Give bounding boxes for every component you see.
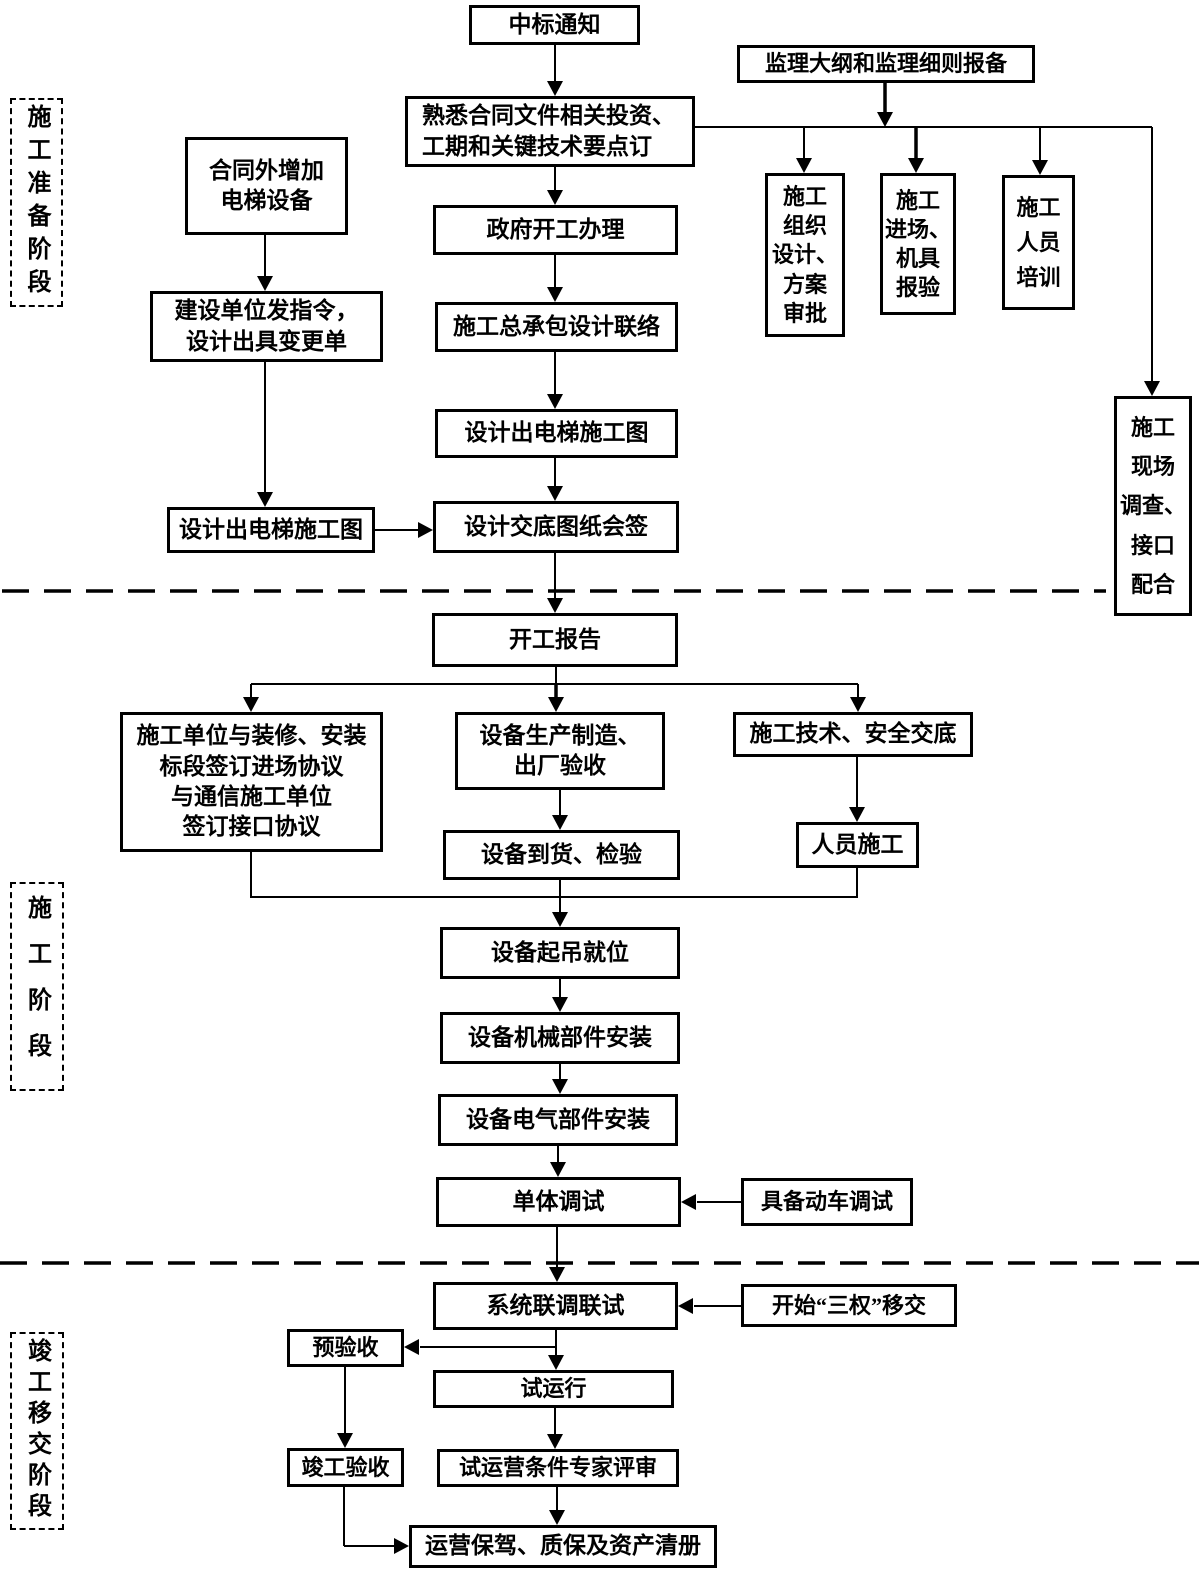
node-pre-acceptance: 预验收 <box>287 1329 404 1367</box>
connector-lines <box>250 45 1153 1547</box>
node-operation-support: 运营保驾、质保及资产清册 <box>409 1525 717 1568</box>
node-personnel-construction: 人员施工 <box>796 822 919 868</box>
node-site-survey-interface: 施工 现场 调查、 接口 配合 <box>1114 396 1192 616</box>
node-completion-acceptance: 竣工验收 <box>287 1448 404 1487</box>
node-familiarize-contract: 熟悉合同文件相关投资、 工期和关键技术要点订 <box>405 96 695 167</box>
node-owner-change-order: 建设单位发指令， 设计出具变更单 <box>150 291 383 362</box>
node-design-disclosure: 设计交底图纸会签 <box>433 501 679 553</box>
node-delivery-inspection: 设备到货、检验 <box>443 830 680 880</box>
node-vehicle-test-ready: 具备动车调试 <box>741 1178 913 1226</box>
node-government-formalities: 政府开工办理 <box>433 205 678 255</box>
node-elevator-drawings: 设计出电梯施工图 <box>435 409 678 458</box>
node-system-joint-test: 系统联调联试 <box>433 1282 678 1330</box>
node-entry-interface-agreements: 施工单位与装修、安装 标段签订进场协议 与通信施工单位 签订接口协议 <box>120 712 383 852</box>
node-trial-operation: 试运行 <box>433 1370 674 1408</box>
node-expert-review: 试运营条件专家评审 <box>437 1449 679 1487</box>
phase-label-preparation: 施工准备阶段 <box>10 98 63 307</box>
node-org-design-approval: 施工 组织 设计、 方案 审批 <box>765 173 845 337</box>
connector-lines-bold <box>554 83 918 700</box>
node-tech-safety-disclosure: 施工技术、安全交底 <box>733 712 973 757</box>
node-extra-elevator-equipment: 合同外增加 电梯设备 <box>185 137 348 235</box>
node-unit-commissioning: 单体调试 <box>436 1177 681 1227</box>
node-personnel-training: 施工 人员 培训 <box>1002 175 1075 310</box>
phase-label-construction: 施工阶段 <box>10 882 64 1091</box>
node-win-notice: 中标通知 <box>469 5 640 45</box>
node-start-report: 开工报告 <box>432 613 678 667</box>
node-supervision-filing: 监理大纲和监理细则报备 <box>737 45 1035 83</box>
node-epc-design-liaison: 施工总承包设计联络 <box>435 302 678 352</box>
node-manufacture-acceptance: 设备生产制造、 出厂验收 <box>455 712 665 790</box>
node-electrical-install: 设备电气部件安装 <box>438 1094 678 1146</box>
node-entry-equipment-check: 施工 进场、 机具 报验 <box>880 173 956 315</box>
node-mechanical-install: 设备机械部件安装 <box>440 1012 680 1064</box>
node-equipment-hoisting: 设备起吊就位 <box>440 927 680 979</box>
node-three-rights-transfer: 开始“三权”移交 <box>741 1284 957 1327</box>
phase-label-handover: 竣工移交阶段 <box>10 1332 64 1530</box>
node-elevator-drawings-left: 设计出电梯施工图 <box>167 507 375 553</box>
